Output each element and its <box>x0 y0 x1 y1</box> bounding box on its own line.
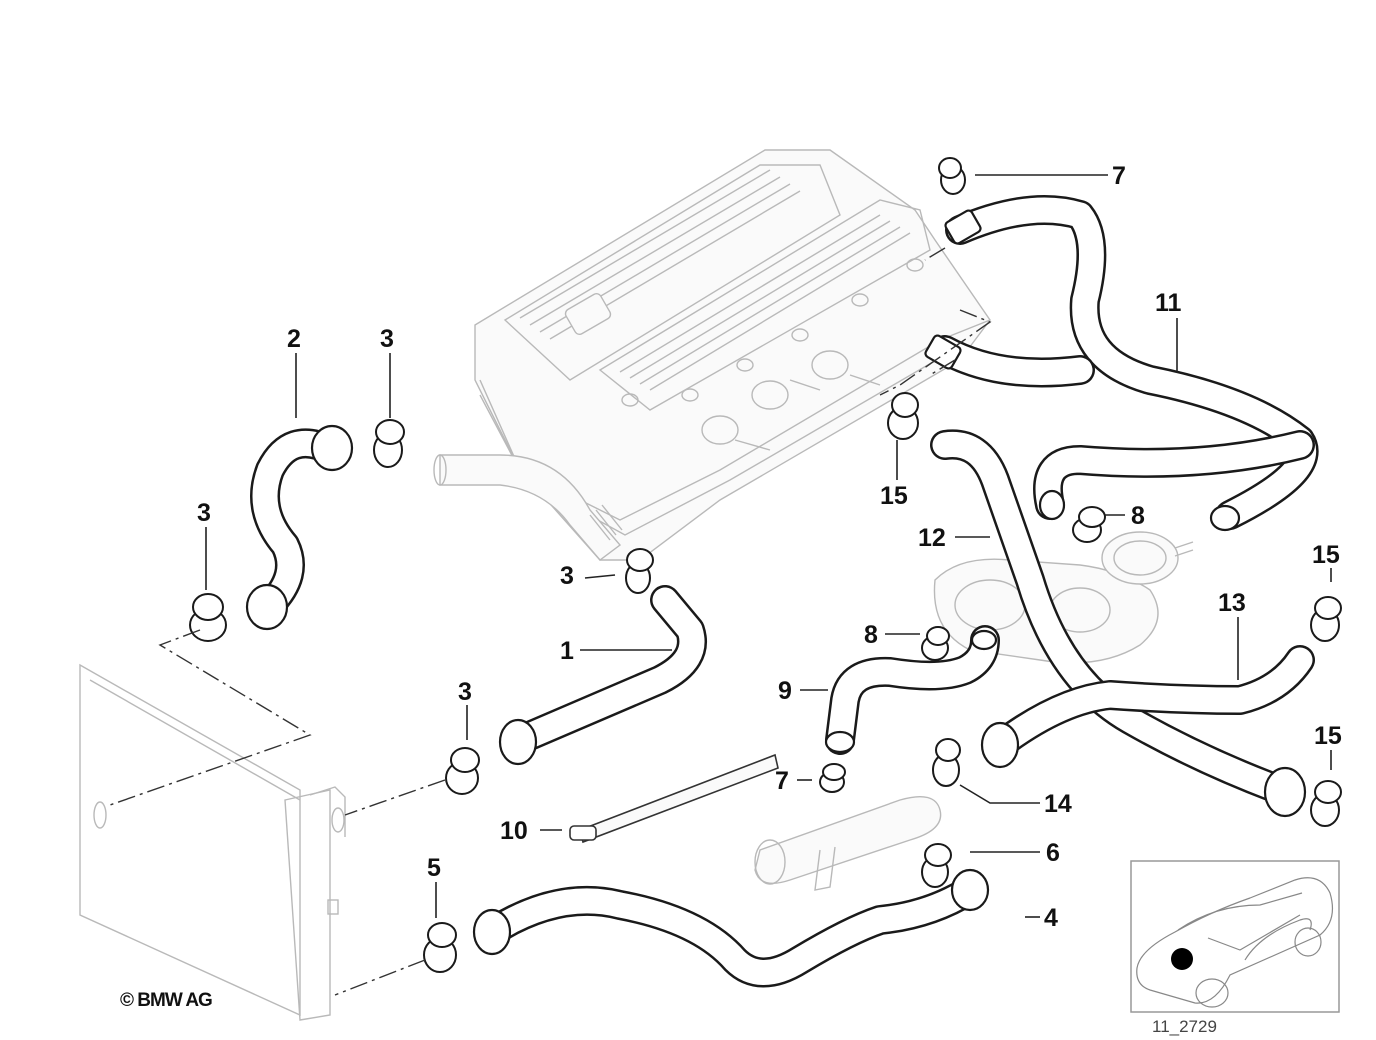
callout-13[interactable]: 13 <box>1218 589 1246 617</box>
hose-11 <box>924 195 1319 532</box>
callout-3[interactable]: 3 <box>197 499 211 527</box>
clamp-icon <box>1310 596 1342 642</box>
callout-7[interactable]: 7 <box>1112 162 1126 190</box>
clamp-icon <box>189 593 227 642</box>
callout-2[interactable]: 2 <box>287 325 301 353</box>
hose-clamps <box>189 157 1342 973</box>
callout-15[interactable]: 15 <box>1312 541 1340 569</box>
hose-9 <box>824 625 1000 755</box>
callout-8[interactable]: 8 <box>864 621 878 649</box>
callout-1[interactable]: 1 <box>560 637 574 665</box>
callout-14[interactable]: 14 <box>1044 790 1072 818</box>
hose-1 <box>498 585 707 766</box>
clamp-icon <box>921 843 952 888</box>
callout-12[interactable]: 12 <box>918 524 946 552</box>
copyright-text: © BMW AG <box>120 990 212 1011</box>
callout-3[interactable]: 3 <box>458 678 472 706</box>
vehicle-location-inset[interactable] <box>1130 860 1340 1013</box>
clamp-icon <box>625 548 654 594</box>
assembly-lines <box>109 247 992 996</box>
clamp-icon <box>373 419 405 468</box>
callout-8[interactable]: 8 <box>1131 502 1145 530</box>
reference-code: 11_2729 <box>1152 1017 1217 1036</box>
hose-4 <box>472 868 990 988</box>
callout-15[interactable]: 15 <box>1314 722 1342 750</box>
clamp-icon <box>932 738 961 787</box>
callout-6[interactable]: 6 <box>1046 839 1060 867</box>
callout-4[interactable]: 4 <box>1044 904 1058 932</box>
clamp-icon <box>938 157 966 195</box>
clamp-icon <box>445 747 480 795</box>
clamp-icon <box>887 392 919 440</box>
callout-9[interactable]: 9 <box>778 677 792 705</box>
clamp-icon <box>1072 506 1106 543</box>
clamp-icon <box>423 922 457 973</box>
radiator <box>79 663 346 1021</box>
callout-15[interactable]: 15 <box>880 482 908 510</box>
water-pipe <box>754 796 942 891</box>
callout-10[interactable]: 10 <box>500 817 528 845</box>
hoses <box>245 195 1319 988</box>
callout-5[interactable]: 5 <box>427 854 441 882</box>
clamp-icon <box>921 626 950 661</box>
callout-labels: 7 2 3 3 3 1 3 5 6 4 7 8 8 9 10 11 12 13 … <box>197 162 1342 932</box>
location-marker-icon <box>1171 948 1193 970</box>
car-outline-icon <box>1136 877 1333 1008</box>
callout-3[interactable]: 3 <box>380 325 394 353</box>
hose-13 <box>980 645 1315 769</box>
callout-11[interactable]: 11 <box>1155 289 1182 317</box>
engine-cylinder-head <box>433 149 991 561</box>
hose-12 <box>930 429 1307 818</box>
cable-tie <box>569 753 779 844</box>
callout-7[interactable]: 7 <box>775 767 789 795</box>
callout-3[interactable]: 3 <box>560 562 574 590</box>
hose-2 <box>245 424 354 631</box>
clamp-icon <box>819 763 846 793</box>
leader-lines <box>205 174 1332 918</box>
clamp-icon <box>1310 780 1342 827</box>
